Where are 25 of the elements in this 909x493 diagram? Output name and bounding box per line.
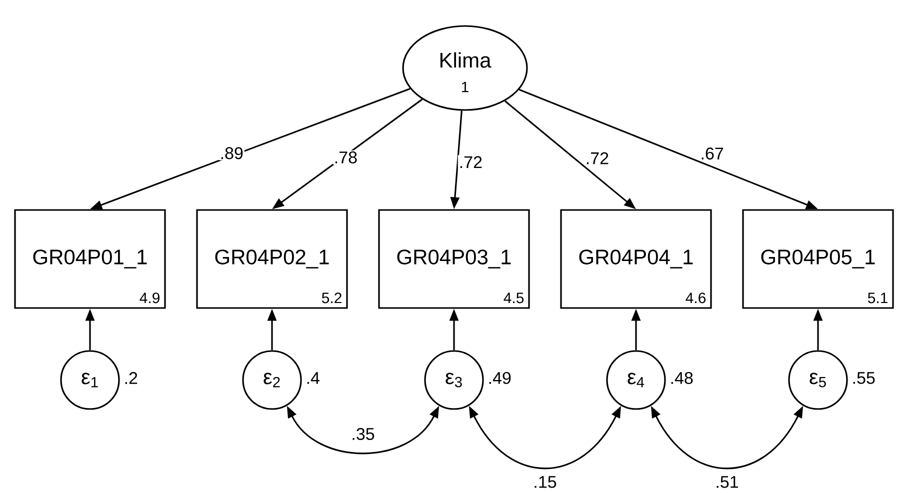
intercept-value: 4.9 xyxy=(140,292,160,304)
variance-value: .55 xyxy=(853,372,875,384)
variance-value: .2 xyxy=(125,372,138,384)
variance-value: .4 xyxy=(307,372,320,384)
variable-name: Klima xyxy=(440,52,492,68)
edge-label: .67 xyxy=(699,146,725,161)
variable-name: GR04P03_1 xyxy=(397,250,511,268)
intercept-value: 5.1 xyxy=(868,292,888,304)
edge-label: .78 xyxy=(332,150,359,164)
edge-label: .35 xyxy=(350,426,376,442)
variance-value: .48 xyxy=(671,372,693,384)
variable-name: GR04P04_1 xyxy=(579,250,693,268)
variable-name: GR04P01_1 xyxy=(33,250,147,268)
edge-label: .72 xyxy=(584,151,610,166)
edge-label: .72 xyxy=(458,155,484,170)
edge-label: .15 xyxy=(532,475,558,489)
intercept-value: 5.2 xyxy=(322,292,342,304)
variable-name: GR04P02_1 xyxy=(215,250,329,268)
intercept-value: 4.5 xyxy=(504,292,524,304)
variance-value: 1 xyxy=(462,82,468,92)
variance-value: .49 xyxy=(489,372,511,384)
intercept-value: 4.6 xyxy=(686,292,706,304)
edge-label: .51 xyxy=(714,475,740,489)
variable-name: GR04P05_1 xyxy=(761,250,875,268)
edge-label: .89 xyxy=(218,146,244,160)
